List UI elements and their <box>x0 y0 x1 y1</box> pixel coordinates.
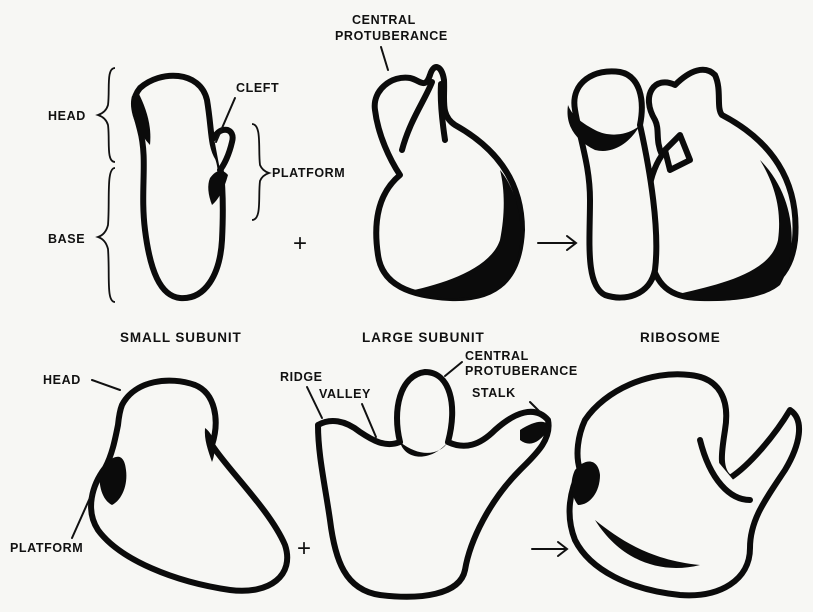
arrow-top <box>538 236 576 250</box>
platform-brace-top <box>252 124 269 220</box>
ribosome-bottom-shape <box>570 374 800 595</box>
central-protuberance-leader-top <box>381 47 388 70</box>
ridge-label: RIDGE <box>280 370 323 384</box>
plus-sign-bottom: + <box>297 535 312 562</box>
ribosome-caption: RIBOSOME <box>640 330 721 345</box>
valley-label: VALLEY <box>319 387 371 401</box>
head-brace-top <box>98 68 115 162</box>
central-protuberance-leader-bottom <box>445 362 462 376</box>
arrow-bottom <box>532 542 567 556</box>
plus-sign-top: + <box>293 230 308 257</box>
central-protuberance-label-top: CENTRAL PROTUBERANCE <box>335 13 448 43</box>
base-brace-top <box>98 168 115 302</box>
base-label: BASE <box>48 232 85 246</box>
large-subunit-caption: LARGE SUBUNIT <box>362 330 485 345</box>
large-subunit-top-shape <box>375 67 522 298</box>
small-subunit-caption: SMALL SUBUNIT <box>120 330 242 345</box>
head-label-top: HEAD <box>48 109 86 123</box>
stalk-label: STALK <box>472 386 516 400</box>
large-subunit-bottom-shape <box>318 372 549 597</box>
small-subunit-bottom-shape <box>91 381 287 591</box>
platform-label-bottom: PLATFORM <box>10 541 83 555</box>
ribosome-top-shape <box>567 70 795 301</box>
head-leader-bottom <box>92 380 120 390</box>
small-subunit-top-shape <box>131 76 233 298</box>
head-label-bottom: HEAD <box>43 373 81 387</box>
central-protuberance-label-bottom: CENTRAL PROTUBERANCE <box>465 349 578 378</box>
platform-label-top: PLATFORM <box>272 166 345 180</box>
cleft-label: CLEFT <box>236 81 279 95</box>
